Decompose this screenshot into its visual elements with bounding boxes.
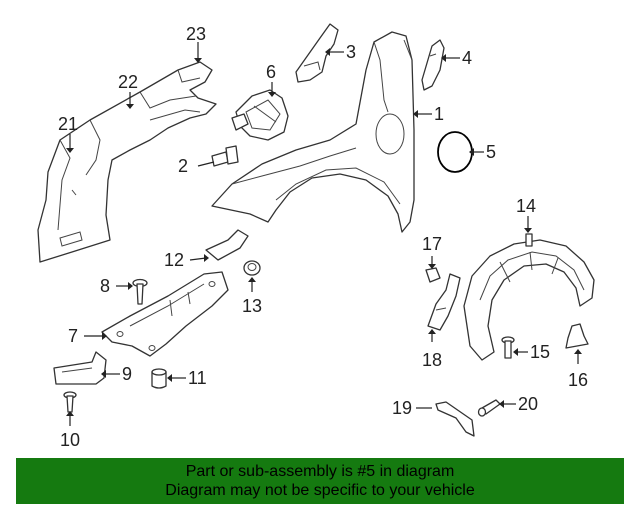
- callout-6: 6: [266, 62, 276, 82]
- callout-3: 3: [346, 42, 356, 62]
- callout-14: 14: [516, 196, 536, 216]
- part-14-wheel-liner[interactable]: [463, 233, 595, 361]
- callout-19: 19: [392, 398, 412, 418]
- callout-16: 16: [568, 370, 588, 390]
- part-18-bracket[interactable]: [427, 273, 461, 331]
- part-4-bracket[interactable]: [421, 39, 445, 91]
- callout-23: 23: [186, 24, 206, 44]
- banner-line-1: Part or sub-assembly is #5 in diagram: [185, 463, 455, 480]
- part-13-nut[interactable]: [243, 260, 261, 276]
- callout-13: 13: [242, 296, 262, 316]
- part-17-nut[interactable]: [425, 267, 441, 283]
- callout-17: 17: [422, 234, 442, 254]
- part-20-pin[interactable]: [477, 399, 501, 417]
- callout-12: 12: [164, 250, 184, 270]
- part-2-bolt[interactable]: [211, 145, 239, 167]
- part-1-fender[interactable]: [211, 31, 415, 233]
- part-8-fastener[interactable]: [132, 278, 148, 305]
- callout-18: 18: [422, 350, 442, 370]
- part-3-bracket[interactable]: [295, 23, 339, 83]
- callout-labels: 1 2 3 4 5 6 7 8 9 10 11 12 13 14 15 16 1…: [58, 24, 588, 450]
- part-9-bracket[interactable]: [53, 351, 107, 385]
- part-6-fuel-door[interactable]: [231, 89, 289, 141]
- callout-20: 20: [518, 394, 538, 414]
- part-11-grommet[interactable]: [151, 368, 167, 389]
- parts-diagram: 1 2 3 4 5 6 7 8 9 10 11 12 13 14 15 16 1…: [37, 23, 595, 450]
- part-16-clip[interactable]: [565, 323, 589, 349]
- part-12-clip[interactable]: [205, 229, 249, 261]
- callout-21: 21: [58, 114, 78, 134]
- callout-8: 8: [100, 276, 110, 296]
- callout-15: 15: [530, 342, 550, 362]
- part-7-bracket[interactable]: [101, 271, 229, 357]
- callout-5: 5: [486, 142, 496, 162]
- leader-lines: [66, 42, 582, 426]
- callout-11: 11: [188, 368, 207, 388]
- callout-2: 2: [178, 156, 188, 176]
- part-15-bolt[interactable]: [501, 336, 515, 359]
- part-10-bolt[interactable]: [63, 391, 77, 413]
- part-5-highlighted-seal[interactable]: [437, 131, 473, 173]
- notice-banner: Part or sub-assembly is #5 in diagram Di…: [16, 458, 624, 504]
- callout-7: 7: [68, 326, 78, 346]
- callout-1: 1: [434, 104, 444, 124]
- callout-10: 10: [60, 430, 80, 450]
- callout-4: 4: [462, 48, 472, 68]
- part-19-clip[interactable]: [435, 401, 475, 437]
- callout-9: 9: [122, 364, 132, 384]
- callout-22: 22: [118, 72, 138, 92]
- banner-line-2: Diagram may not be specific to your vehi…: [165, 482, 475, 499]
- part-21-22-23-apron[interactable]: [37, 61, 217, 263]
